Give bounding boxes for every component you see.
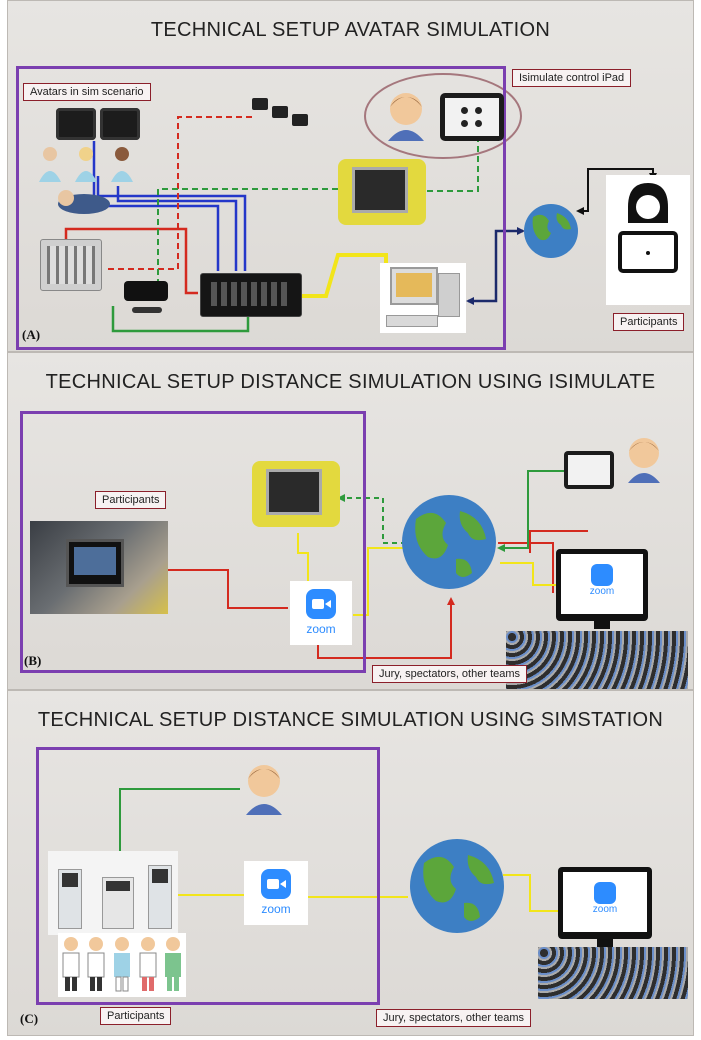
- instructor-avatar-icon: [246, 765, 282, 815]
- arrowhead-globe-2: [576, 207, 584, 215]
- panel-c-connections: [119, 788, 558, 912]
- red-dashed-wire-mics: [108, 116, 252, 270]
- zoom-logo: zoom: [290, 581, 352, 645]
- computer-workstation: [380, 263, 466, 333]
- zoom-wordmark: zoom: [261, 902, 291, 916]
- nurse-icon: [113, 937, 130, 992]
- zoom-camera-icon: [594, 882, 616, 904]
- microphones-icon: [252, 96, 310, 132]
- patient-monitor: [338, 159, 426, 225]
- zoom-camera-icon: [591, 564, 613, 586]
- actor-avatars: [28, 146, 143, 186]
- red-wire-camera-zoom: [168, 569, 288, 609]
- instructor-avatar-icon: [388, 93, 424, 141]
- doctor-icon: [87, 937, 105, 991]
- nurse-icon: [139, 937, 157, 991]
- audio-mixer: [40, 239, 102, 291]
- blue-wire-mannequin: [116, 186, 238, 271]
- red-wire-globe-screen: [498, 542, 554, 593]
- green-wire-ipad-globe: [501, 470, 564, 549]
- jury-screen: zoom: [558, 867, 652, 947]
- control-ipad-label: Isimulate control iPad: [512, 69, 632, 87]
- arrowhead-computer: [466, 297, 474, 305]
- doctor-icon: [62, 937, 80, 991]
- avatar-sim-frame: [16, 66, 506, 350]
- participants-cartoon: [58, 933, 186, 997]
- green-dashed-wire-monitor: [341, 497, 406, 544]
- video-switcher: [200, 273, 302, 317]
- yellow-wire-globe-screen: [503, 874, 558, 912]
- instructor-avatar-icon: [628, 438, 660, 483]
- ipad-device: [564, 451, 614, 489]
- panel-c-letter: (C): [20, 1011, 39, 1026]
- red-wire-mixer: [64, 227, 198, 295]
- globe-icon: [410, 839, 504, 933]
- isimulate-participants-frame: [20, 411, 366, 673]
- blue-wire-cameras: [92, 141, 220, 271]
- red-wire-zoom-globe: [317, 601, 452, 659]
- apple-tv-remote: [132, 307, 162, 313]
- ipad-oval: [364, 73, 522, 159]
- panel-a-connections: [64, 73, 657, 333]
- yellow-wire-globe-screen: [500, 562, 556, 586]
- panel-b-title: TECHNICAL SETUP DISTANCE SIMULATION USIN…: [45, 371, 656, 393]
- participants-label: Participants: [100, 1007, 172, 1025]
- globe-icon: [524, 204, 578, 258]
- panel-a-letter: (A): [22, 327, 41, 342]
- mannequin-icon: [58, 190, 110, 214]
- green-dashed-wire-monitor: [157, 188, 338, 289]
- nurse-icon: [74, 147, 97, 182]
- zoom-camera-icon: [261, 869, 291, 899]
- panel-isimulate-distance: TECHNICAL SETUP DISTANCE SIMULATION USIN…: [7, 352, 694, 690]
- participant-laptop-card: [606, 175, 690, 305]
- jury-label: Jury, spectators, other teams: [376, 1009, 532, 1027]
- green-dashed-wire-ipad: [426, 136, 479, 192]
- dark-wire-internet: [468, 229, 523, 303]
- apple-tv-box: [124, 281, 168, 301]
- participants-label: Participants: [95, 491, 167, 509]
- green-wire-instructor: [119, 788, 240, 853]
- blue-wire-avatars: [96, 176, 247, 271]
- participant-silhouette-icon: [618, 183, 678, 273]
- red-wire-screen-globe: [529, 530, 588, 553]
- zoom-wordmark: zoom: [592, 904, 618, 915]
- avatars-label: Avatars in sim scenario: [23, 83, 151, 101]
- nurse-icon: [110, 147, 133, 182]
- jury-label: Jury, spectators, other teams: [372, 665, 528, 683]
- ipad-device: [440, 93, 504, 141]
- simstation-equipment: [48, 851, 178, 935]
- camera-icon: [56, 108, 96, 140]
- nurse-icon: [38, 147, 61, 182]
- panel-c-title: TECHNICAL SETUP DISTANCE SIMULATION USIN…: [37, 709, 664, 731]
- panel-avatar-simulation: TECHNICAL SETUP AVATAR SIMULATION Avatar…: [7, 0, 694, 352]
- green-wire-appletv: [111, 306, 250, 333]
- zoom-wordmark: zoom: [589, 586, 615, 597]
- black-wire-participant: [578, 168, 654, 212]
- zoom-camera-icon: [306, 589, 336, 619]
- camera-icon: [100, 108, 140, 140]
- globe-icon: [402, 495, 496, 589]
- panel-a-title: TECHNICAL SETUP AVATAR SIMULATION: [150, 19, 551, 41]
- surgeon-icon: [165, 937, 182, 991]
- panel-b-connections: [168, 470, 588, 659]
- audience-crowd: [506, 631, 688, 689]
- arrowhead-globe: [517, 227, 525, 235]
- participants-label: Participants: [613, 313, 685, 331]
- yellow-wire-video: [300, 253, 388, 298]
- jury-screen: zoom: [556, 549, 648, 629]
- simstation-participants-frame: [36, 747, 380, 1005]
- zoom-wordmark: zoom: [306, 622, 336, 636]
- ambulance-photo: [30, 521, 168, 614]
- patient-monitor: [252, 461, 340, 527]
- yellow-wire-monitor-zoom: [297, 533, 309, 581]
- panel-b-letter: (B): [24, 653, 42, 668]
- panel-simstation-distance: TECHNICAL SETUP DISTANCE SIMULATION USIN…: [7, 690, 694, 1036]
- zoom-logo: zoom: [244, 861, 308, 925]
- audience-crowd: [538, 947, 688, 999]
- yellow-wire-zoom-globe: [353, 547, 406, 616]
